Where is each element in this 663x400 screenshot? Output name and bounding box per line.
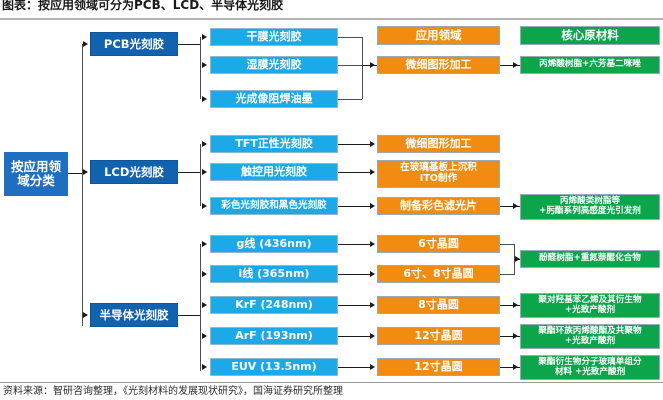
lcd-type-2[interactable]: 彩色光刻胶和黑色光刻胶 [210,197,338,215]
arrow-semi-material-2 [513,332,518,339]
arrow-semi-type-0 [202,240,207,247]
connector-semi-out [178,315,200,316]
connector-semi-app-3 [338,336,370,337]
lcd-application-0[interactable]: 微细图形加工 [377,135,500,153]
arrow-semi-app-2 [370,301,375,308]
arrow-lcd-app-2 [370,202,375,209]
arrow-lcd-material [513,202,518,209]
pcb-material-0[interactable]: 丙烯酸树脂+六芳基二咪唑 [520,56,660,74]
semi-material-0[interactable]: 酚醛树脂+重氮萘醌化合物 [520,250,660,268]
connector-pcb-merge-1 [338,65,362,66]
connector-semi-bus [200,244,201,371]
pcb-application-0[interactable]: 微细图形加工 [377,56,500,74]
arrow-to-pcb [83,40,88,47]
connector-lcd-to-mat [500,206,520,207]
arrow-semi-type-4 [202,363,207,370]
semi-type-0[interactable]: g线 (436nm) [210,235,338,253]
arrow-pcb-app [370,61,375,68]
arrow-lcd-type-1 [202,168,207,175]
lcd-type-0[interactable]: TFT正性光刻胶 [210,135,338,153]
semi-type-1[interactable]: i线 (365nm) [210,265,338,283]
connector-root-out [68,173,82,174]
connector-lcd-bus [200,144,201,206]
root-node[interactable]: 按应用领 域分类 [4,152,68,196]
arrow-lcd-app-0 [370,140,375,147]
connector-pcb-merge-0 [338,37,362,38]
connector-lcd-out [178,172,200,173]
arrow-to-semi [83,311,88,318]
semi-type-4[interactable]: EUV (13.5nm) [210,358,338,376]
connector-semi-mat-3 [500,367,520,368]
connector-semi-merge-1 [500,274,514,275]
arrow-lcd-app-1 [370,168,375,175]
arrow-pcb-type-1 [202,61,207,68]
header-material: 核心原材料 [520,26,660,45]
semi-application-3[interactable]: 12寸晶圆 [377,327,500,345]
footer-divider [0,382,663,383]
arrow-semi-type-1 [202,270,207,277]
arrow-semi-app-4 [370,363,375,370]
semi-application-2[interactable]: 8寸晶圆 [377,296,500,314]
connector-semi-mat-1 [500,305,520,306]
lcd-material-0[interactable]: 丙烯酸类树脂等 +肟酯系列高感度光引发剂 [520,194,660,220]
title-divider [0,18,663,20]
connector-spine [82,44,83,326]
arrow-semi-app-0 [370,240,375,247]
page-title: 图表：按应用领域可分为PCB、LCD、半导体光刻胶 [2,0,284,12]
lcd-application-1[interactable]: 在玻璃基板上沉积 ITO制作 [377,160,500,188]
arrow-pcb-type-2 [202,95,207,102]
category-lcd[interactable]: LCD光刻胶 [90,160,178,184]
semi-application-4[interactable]: 12寸晶圆 [377,358,500,376]
pcb-type-0[interactable]: 干膜光刻胶 [210,28,338,46]
arrow-lcd-type-2 [202,202,207,209]
lcd-type-1[interactable]: 触控用光刻胶 [210,163,338,181]
connector-semi-app-2 [338,305,370,306]
connector-pcb-bus [200,37,201,99]
connector-lcd-app-2 [338,206,370,207]
arrow-semi-app-3 [370,332,375,339]
arrow-semi-type-2 [202,301,207,308]
arrow-semi-material-3 [513,363,518,370]
pcb-type-1[interactable]: 湿膜光刻胶 [210,56,338,74]
connector-lcd-app-0 [338,144,370,145]
arrow-semi-app-1 [370,270,375,277]
connector-semi-app-4 [338,367,370,368]
connector-semi-mat-2 [500,336,520,337]
header-application: 应用领域 [377,26,500,45]
connector-pcb-app-to-mat [500,65,520,66]
connector-semi-merge-0 [500,244,514,245]
semi-material-3[interactable]: 聚酯衍生物分子玻璃单组分 材料 +光致产酸剂 [520,355,660,380]
lcd-application-2[interactable]: 制备彩色滤光片 [377,197,500,215]
arrow-pcb-material [513,61,518,68]
connector-pcb-merge-bus [362,37,363,99]
connector-semi-app-1 [338,274,370,275]
source-note: 资料来源：智研咨询整理，《光刻材料的发展现状研究》，国海证券研究所整理 [3,386,343,397]
category-semi[interactable]: 半导体光刻胶 [90,303,178,327]
connector-pcb-merge-2 [338,99,362,100]
semi-type-3[interactable]: ArF (193nm) [210,327,338,345]
pcb-type-2[interactable]: 光成像阻焊油墨 [210,90,338,108]
arrow-semi-type-3 [202,332,207,339]
semi-application-1[interactable]: 6寸、8寸晶圆 [377,265,500,283]
arrow-pcb-type-0 [202,33,207,40]
connector-lcd-app-1 [338,172,370,173]
semi-material-1[interactable]: 聚对羟基苯乙烯及其衍生物 +光致产酸剂 [520,293,660,318]
connector-semi-app-0 [338,244,370,245]
connector-pcb-out [178,44,200,45]
semi-type-2[interactable]: KrF (248nm) [210,296,338,314]
semi-application-0[interactable]: 6寸晶圆 [377,235,500,253]
arrow-lcd-type-0 [202,140,207,147]
arrow-to-lcd [83,168,88,175]
arrow-semi-material-0 [515,255,520,262]
semi-material-2[interactable]: 聚酯环族丙烯酸酯及共聚物 +光致产酸剂 [520,324,660,349]
arrow-semi-material-1 [513,301,518,308]
connector-pcb-to-app [362,65,377,66]
category-pcb[interactable]: PCB光刻胶 [90,32,178,56]
